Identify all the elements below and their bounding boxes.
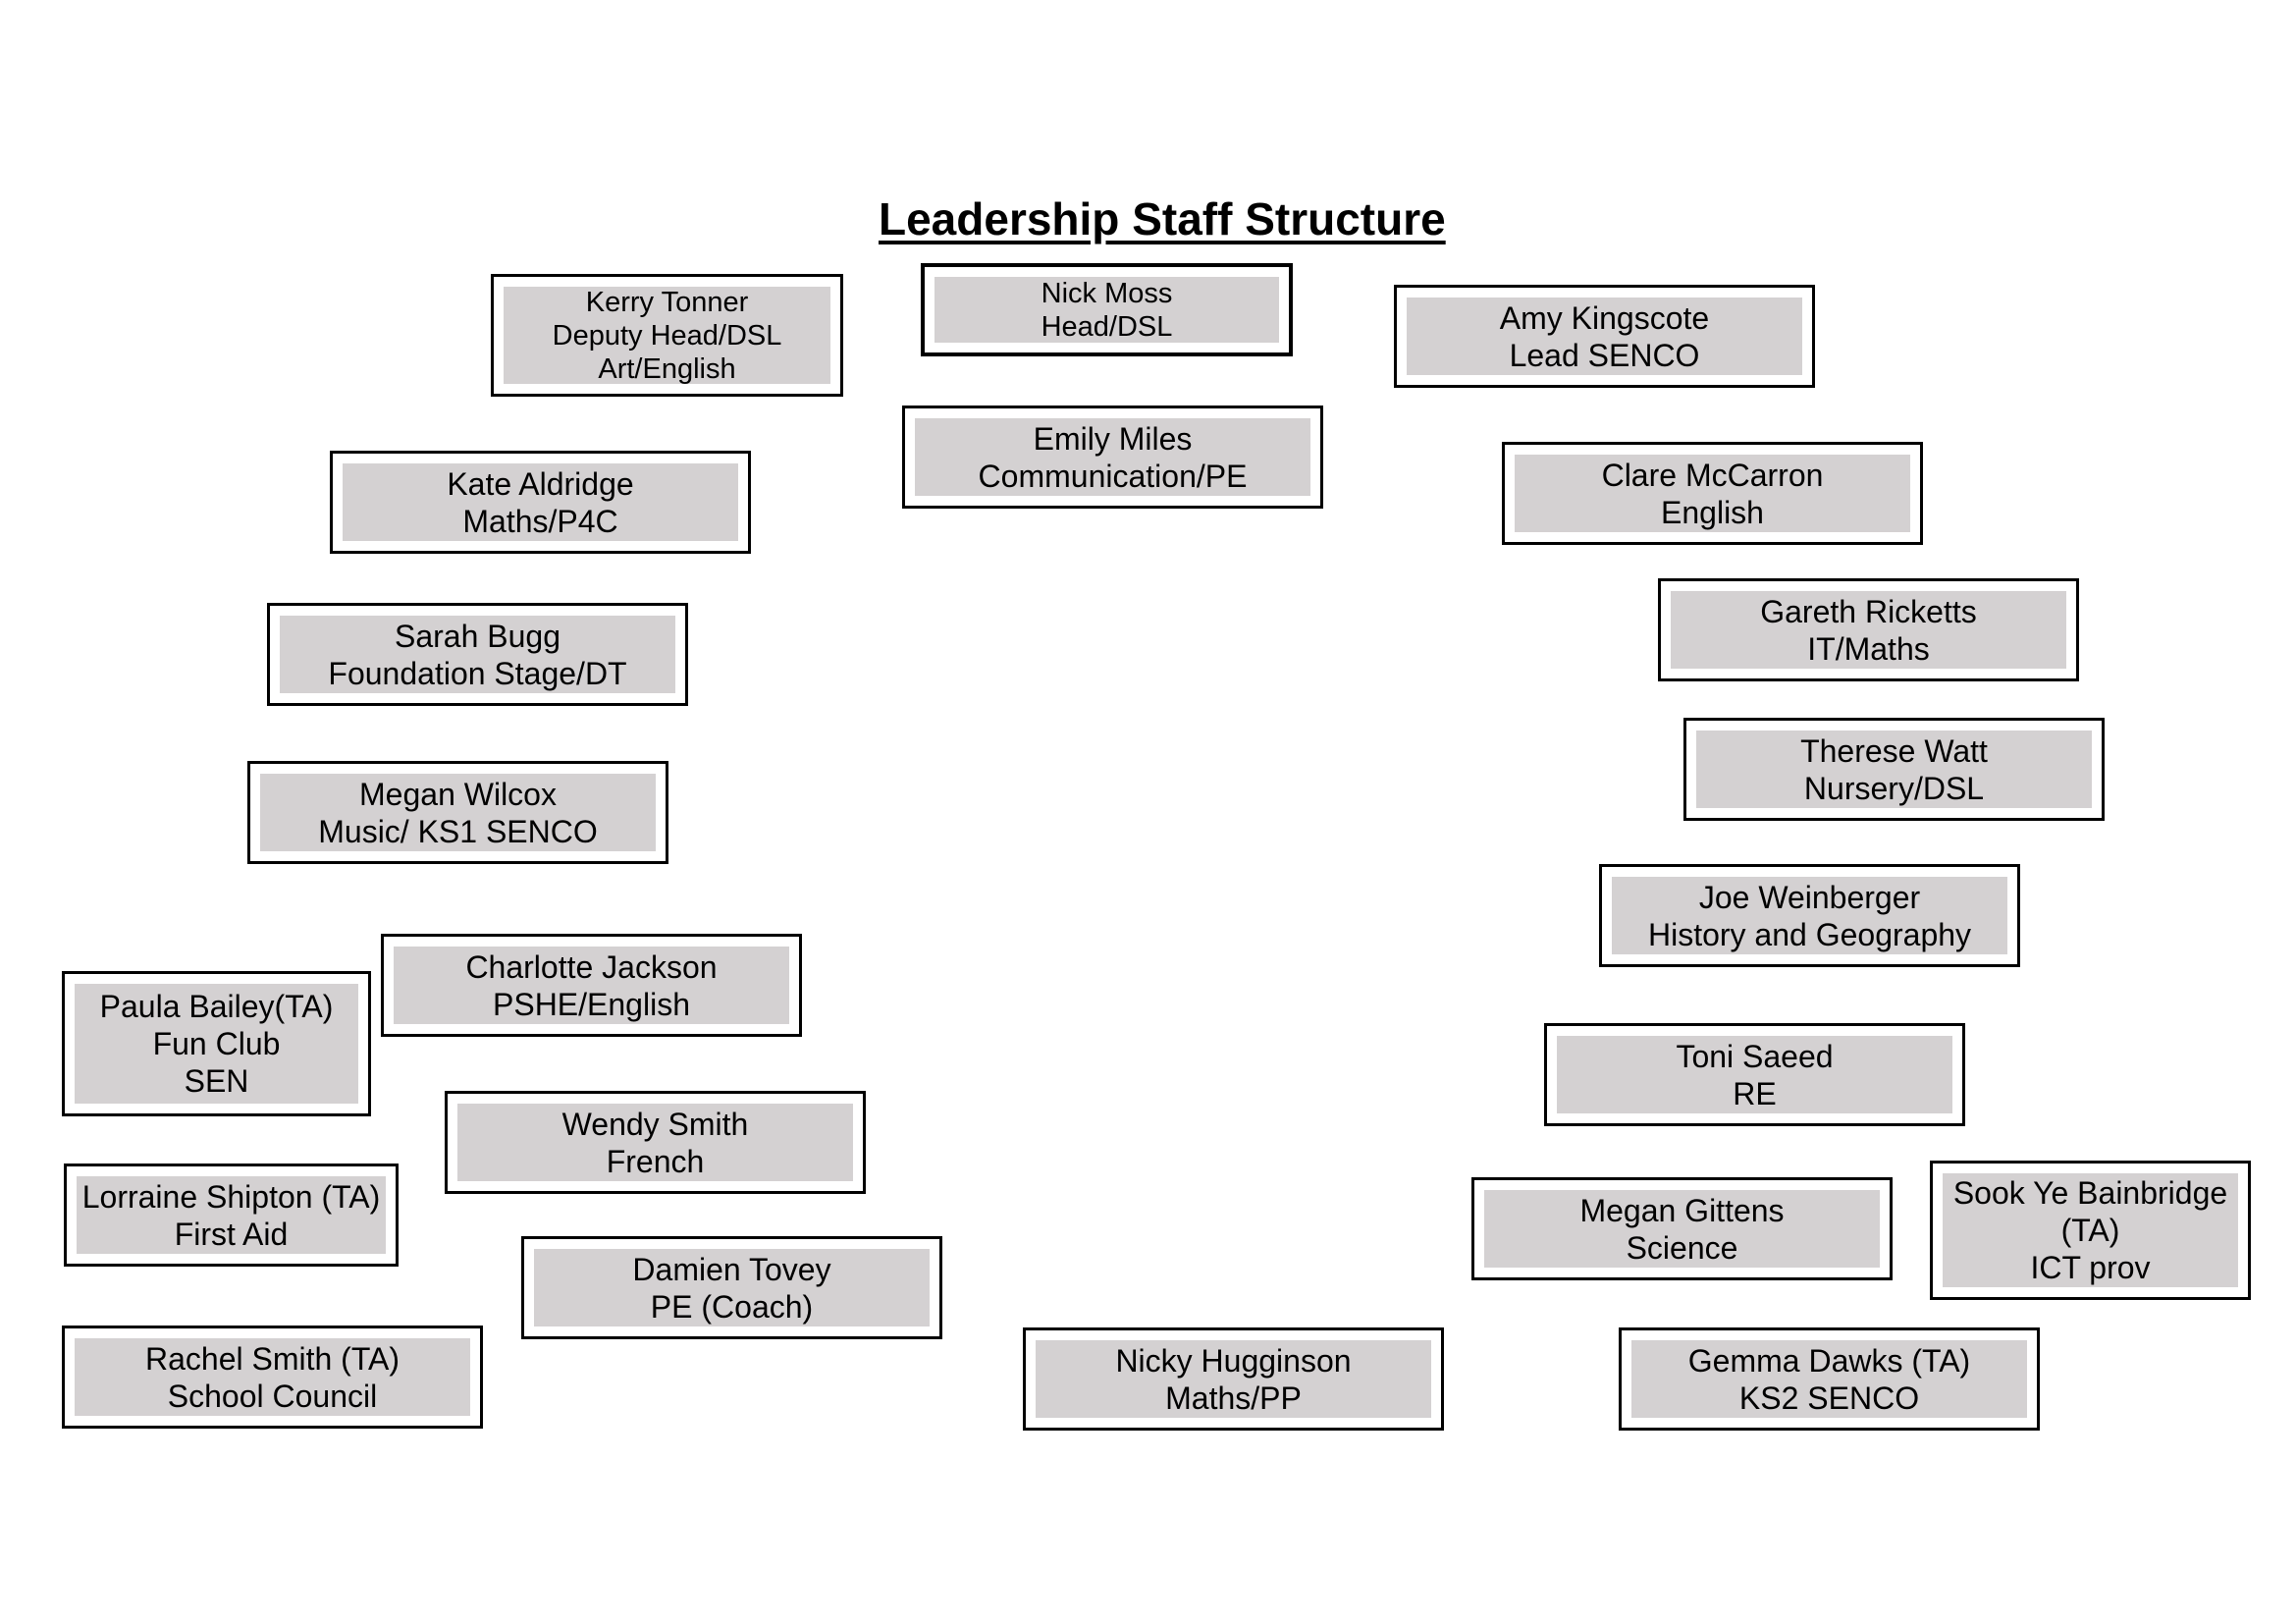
- staff-role: Maths/P4C: [462, 503, 618, 539]
- staff-role: Foundation Stage/DT: [328, 655, 627, 691]
- staff-subject: Art/English: [598, 352, 736, 385]
- staff-role: Lead SENCO: [1509, 337, 1700, 373]
- staff-name: Joe Weinberger: [1698, 879, 1921, 915]
- staff-role: RE: [1733, 1075, 1777, 1111]
- staff-role: Maths/PP: [1165, 1380, 1302, 1416]
- staff-name: Sook Ye Bainbridge: [1952, 1175, 2228, 1211]
- staff-role: French: [606, 1143, 705, 1179]
- staff-role: PE (Coach): [650, 1288, 814, 1325]
- staff-name: Charlotte Jackson: [465, 948, 718, 985]
- staff-box-megan-gittens: Megan Gittens Science: [1471, 1177, 1893, 1280]
- staff-name: Sarah Bugg: [394, 618, 561, 654]
- staff-role: Music/ KS1 SENCO: [318, 813, 598, 849]
- staff-name: Nicky Hugginson: [1115, 1342, 1352, 1379]
- staff-role: Fun Club: [152, 1026, 281, 1061]
- staff-box-charlotte-jackson: Charlotte Jackson PSHE/English: [381, 934, 802, 1037]
- staff-box-gareth-ricketts: Gareth Ricketts IT/Maths: [1658, 578, 2079, 681]
- staff-role: Nursery/DSL: [1803, 770, 1985, 806]
- staff-box-nick-moss: Nick Moss Head/DSL: [921, 263, 1293, 356]
- staff-name: Gareth Ricketts: [1760, 593, 1977, 629]
- chart-title: Leadership Staff Structure: [879, 193, 1446, 244]
- staff-box-nicky-hugginson: Nicky Hugginson Maths/PP: [1023, 1327, 1444, 1431]
- staff-subject: ICT prov: [2030, 1250, 2151, 1285]
- staff-name: Gemma Dawks (TA): [1687, 1342, 1971, 1379]
- staff-box-sarah-bugg: Sarah Bugg Foundation Stage/DT: [267, 603, 688, 706]
- staff-box-joe-weinberger: Joe Weinberger History and Geography: [1599, 864, 2020, 967]
- staff-box-clare-mccarron: Clare McCarron English: [1502, 442, 1923, 545]
- staff-role: School Council: [167, 1378, 378, 1414]
- staff-name: Clare McCarron: [1601, 457, 1824, 493]
- staff-box-amy-kingscote: Amy Kingscote Lead SENCO: [1394, 285, 1815, 388]
- staff-box-megan-wilcox: Megan Wilcox Music/ KS1 SENCO: [247, 761, 668, 864]
- staff-role: Deputy Head/DSL: [552, 319, 782, 352]
- staff-box-wendy-smith: Wendy Smith French: [445, 1091, 866, 1194]
- staff-name: Megan Gittens: [1579, 1192, 1785, 1228]
- staff-name: Nick Moss: [1041, 277, 1173, 309]
- staff-role: First Aid: [174, 1216, 289, 1252]
- staff-box-sook-ye-bainbridge: Sook Ye Bainbridge (TA) ICT prov: [1930, 1161, 2251, 1300]
- staff-role: KS2 SENCO: [1738, 1380, 1920, 1416]
- staff-box-damien-tovey: Damien Tovey PE (Coach): [521, 1236, 942, 1339]
- staff-name: Paula Bailey(TA): [99, 989, 334, 1024]
- staff-name: Kate Aldridge: [447, 465, 634, 502]
- staff-name: Megan Wilcox: [359, 776, 557, 812]
- staff-box-rachel-smith: Rachel Smith (TA) School Council: [62, 1326, 483, 1429]
- staff-name: Toni Saeed: [1676, 1038, 1834, 1074]
- staff-name: Lorraine Shipton (TA): [81, 1178, 381, 1215]
- staff-name: Damien Tovey: [632, 1251, 831, 1287]
- staff-name: Therese Watt: [1800, 732, 1988, 769]
- staff-subject: SEN: [184, 1063, 249, 1099]
- staff-box-kate-aldridge: Kate Aldridge Maths/P4C: [330, 451, 751, 554]
- staff-role: IT/Maths: [1807, 630, 1930, 667]
- staff-role: Science: [1626, 1229, 1738, 1266]
- staff-name: Rachel Smith (TA): [144, 1340, 400, 1377]
- staff-box-paula-bailey: Paula Bailey(TA) Fun Club SEN: [62, 971, 371, 1116]
- staff-role: (TA): [2060, 1213, 2120, 1248]
- staff-box-kerry-tonner: Kerry Tonner Deputy Head/DSL Art/English: [491, 274, 843, 397]
- staff-name: Kerry Tonner: [585, 286, 749, 318]
- staff-box-therese-watt: Therese Watt Nursery/DSL: [1683, 718, 2105, 821]
- staff-name: Emily Miles: [1033, 420, 1193, 457]
- staff-name: Wendy Smith: [561, 1106, 749, 1142]
- staff-role: PSHE/English: [493, 986, 690, 1022]
- staff-role: Communication/PE: [978, 458, 1248, 494]
- staff-name: Amy Kingscote: [1499, 299, 1710, 336]
- staff-box-toni-saeed: Toni Saeed RE: [1544, 1023, 1965, 1126]
- staff-box-gemma-dawks: Gemma Dawks (TA) KS2 SENCO: [1619, 1327, 2040, 1431]
- staff-role: English: [1661, 494, 1764, 530]
- staff-role: Head/DSL: [1041, 310, 1173, 343]
- staff-role: History and Geography: [1647, 916, 1972, 952]
- staff-box-lorraine-shipton: Lorraine Shipton (TA) First Aid: [64, 1164, 399, 1267]
- staff-box-emily-miles: Emily Miles Communication/PE: [902, 406, 1323, 509]
